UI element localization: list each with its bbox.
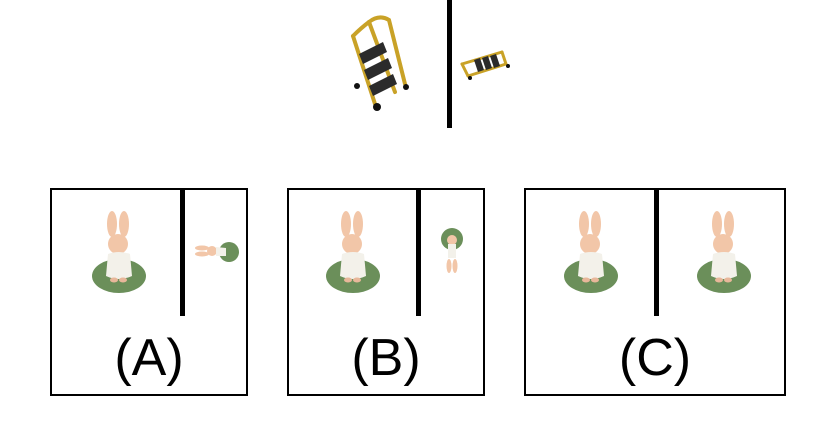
bunny-figure-lying-icon — [195, 242, 239, 262]
bunny-figure-icon — [697, 211, 751, 293]
option-b-divider — [416, 190, 421, 316]
step-ladder-top-down-icon — [460, 50, 510, 80]
option-b-label: (B) — [351, 329, 421, 387]
step-ladder-standing-icon — [351, 15, 409, 111]
reference-divider — [447, 0, 452, 128]
option-a-panel[interactable]: (A) — [50, 188, 248, 396]
bunny-figure-icon — [564, 211, 618, 293]
bunny-figure-icon — [326, 211, 380, 293]
bunny-figure-icon — [92, 211, 146, 293]
option-c-divider — [654, 190, 659, 316]
option-c-panel[interactable]: (C) — [524, 188, 786, 396]
bunny-figure-top-down-icon — [441, 228, 463, 273]
option-a-divider — [180, 190, 185, 316]
option-a-label: (A) — [114, 329, 184, 387]
option-b-panel[interactable]: (B) — [287, 188, 485, 396]
option-c-label: (C) — [618, 329, 692, 387]
